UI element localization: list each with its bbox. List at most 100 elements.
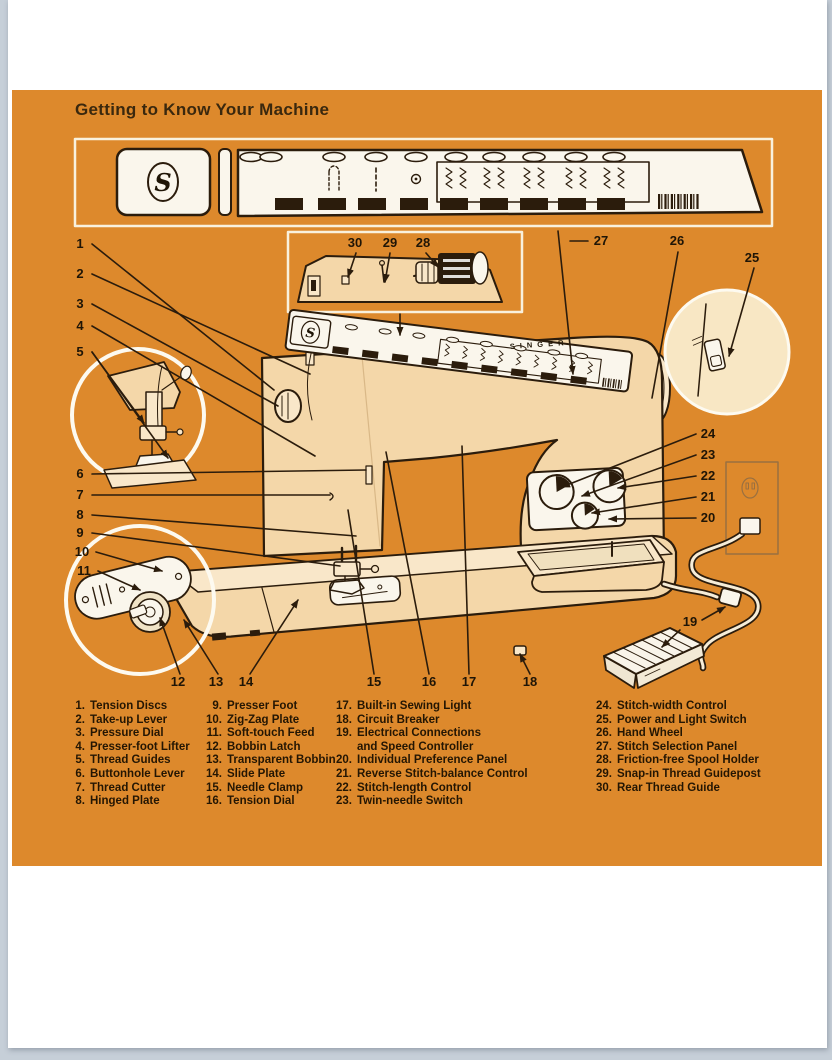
callout-line-14 (249, 599, 299, 675)
parts-item-label: Needle Clamp (227, 781, 304, 794)
parts-item-label: Presser-foot Lifter (90, 740, 190, 753)
orange-page-panel: Getting to Know Your Machine S (12, 90, 822, 866)
parts-item-label: Thread Cutter (90, 781, 166, 794)
callout-line-19 (701, 606, 726, 621)
thread-guides-inset (70, 347, 206, 489)
machine-top-inset (286, 230, 524, 314)
strip-oval (446, 336, 460, 343)
callout-number-5: 5 (76, 344, 83, 359)
barcode-bar (664, 194, 667, 209)
callout-number-13: 13 (209, 674, 223, 689)
power-light-switch (703, 338, 726, 372)
parts-item-number: 30. (596, 781, 612, 794)
parts-list-item: 26.Hand Wheel (590, 727, 761, 741)
parts-list-item: 16.Tension Dial (200, 795, 336, 809)
callout-number-3: 3 (76, 296, 83, 311)
strip-stitch-icon (497, 350, 504, 364)
callout-number-15: 15 (367, 674, 381, 689)
parts-list-item: 27.Stitch Selection Panel (590, 741, 761, 755)
brand-name-text: SINGER (510, 338, 569, 351)
strip-oval (575, 352, 589, 359)
callout-number-4: 4 (76, 318, 84, 333)
bed-foot (211, 632, 227, 641)
top-slot-dark (311, 280, 316, 291)
parts-item-label: Stitch Selection Panel (617, 740, 738, 753)
strip-oval (547, 349, 561, 356)
barcode-bar (686, 194, 688, 209)
callout-number-7: 7 (76, 487, 83, 502)
zigzag-stitch-icon (603, 167, 611, 189)
parts-list-item: 30.Rear Thread Guide (590, 782, 761, 796)
parts-item-label: Hand Wheel (617, 727, 683, 740)
strip-stitch-icon (533, 354, 540, 368)
parts-list-item: 11.Soft-touch Feed (200, 727, 336, 741)
spool-holder (415, 261, 439, 284)
strip-logo-oval-icon (300, 320, 321, 344)
strip-push-button (361, 349, 379, 359)
callout-number-21: 21 (701, 489, 715, 504)
strip-face (284, 308, 634, 393)
individual-preference-panel (525, 466, 627, 532)
callout-number-14: 14 (239, 674, 254, 689)
parts-list-item: 5.Thread Guides (63, 754, 190, 768)
parts-item-number: 2. (75, 713, 85, 726)
zigzag-stitch-icon (483, 167, 491, 189)
strip-stitch-icon (515, 352, 522, 366)
callout-line-15 (347, 509, 375, 675)
push-button (400, 198, 428, 210)
callout-number-1: 1 (76, 236, 83, 251)
strip-oval (378, 328, 392, 335)
machine-stitch-panel: S (284, 308, 634, 393)
strip-logo-plate (289, 315, 332, 349)
power-switch-inset (663, 288, 791, 416)
parts-item-label: Hinged Plate (90, 795, 160, 808)
parts-list-item: 19.Electrical Connections and Speed Cont… (330, 727, 528, 754)
selector-oval (444, 151, 468, 163)
strip-oval (513, 345, 527, 352)
parts-item-label: Buttonhole Lever (90, 767, 185, 780)
push-button (318, 198, 346, 210)
parts-item-number: 12. (206, 740, 222, 753)
selector-oval (364, 151, 388, 163)
parts-item-number: 24. (596, 700, 612, 712)
selector-oval (522, 151, 546, 163)
speed-controller-pedal (603, 627, 705, 689)
parts-item-label: Power and Light Switch (617, 713, 747, 726)
spot-stitch-icon (410, 173, 422, 185)
push-button (358, 198, 386, 210)
callout-line-3 (91, 303, 279, 407)
callout-number-30: 30 (348, 235, 362, 250)
strip-barcode-bar (604, 378, 607, 388)
parts-item-label: Stitch-length Control (357, 781, 472, 794)
zigzag-stitch-icon (445, 167, 453, 189)
parts-item-label: Presser Foot (227, 700, 298, 712)
callout-line-16 (385, 451, 430, 675)
parts-item-label: Stitch-width Control (617, 700, 727, 712)
parts-item-label: Friction-free Spool Holder (617, 754, 759, 767)
barcode-bar (683, 194, 686, 209)
parts-list-item: 22.Stitch-length Control (330, 782, 528, 796)
parts-list-item: 28.Friction-free Spool Holder (590, 754, 761, 768)
callout-number-10: 10 (75, 544, 89, 559)
strip-push-button (510, 368, 528, 378)
callout-line-11 (97, 570, 141, 591)
switch-label-text (692, 340, 704, 346)
parts-item-label: Soft-touch Feed (227, 727, 315, 740)
callout-number-20: 20 (701, 510, 715, 525)
parts-item-label: Bobbin Latch (227, 740, 301, 753)
singer-s-logo-icon: S (154, 168, 171, 197)
callout-line-25 (727, 267, 755, 357)
feed-dog-slot (98, 585, 106, 606)
strip-barcode-bar (607, 378, 610, 388)
callout-line-27 (557, 230, 576, 375)
zigzag-stitch-icon (497, 167, 505, 189)
strip-oval (344, 324, 358, 331)
parts-list-item: 21.Reverse Stitch-balance Control (330, 768, 528, 782)
parts-list-item: 12. Bobbin Latch (200, 741, 336, 755)
accessory-tray (517, 539, 665, 593)
barcode-bar (680, 194, 682, 209)
parts-list-item: 3.Pressure Dial (63, 727, 190, 741)
parts-item-number: 23. (336, 795, 352, 808)
